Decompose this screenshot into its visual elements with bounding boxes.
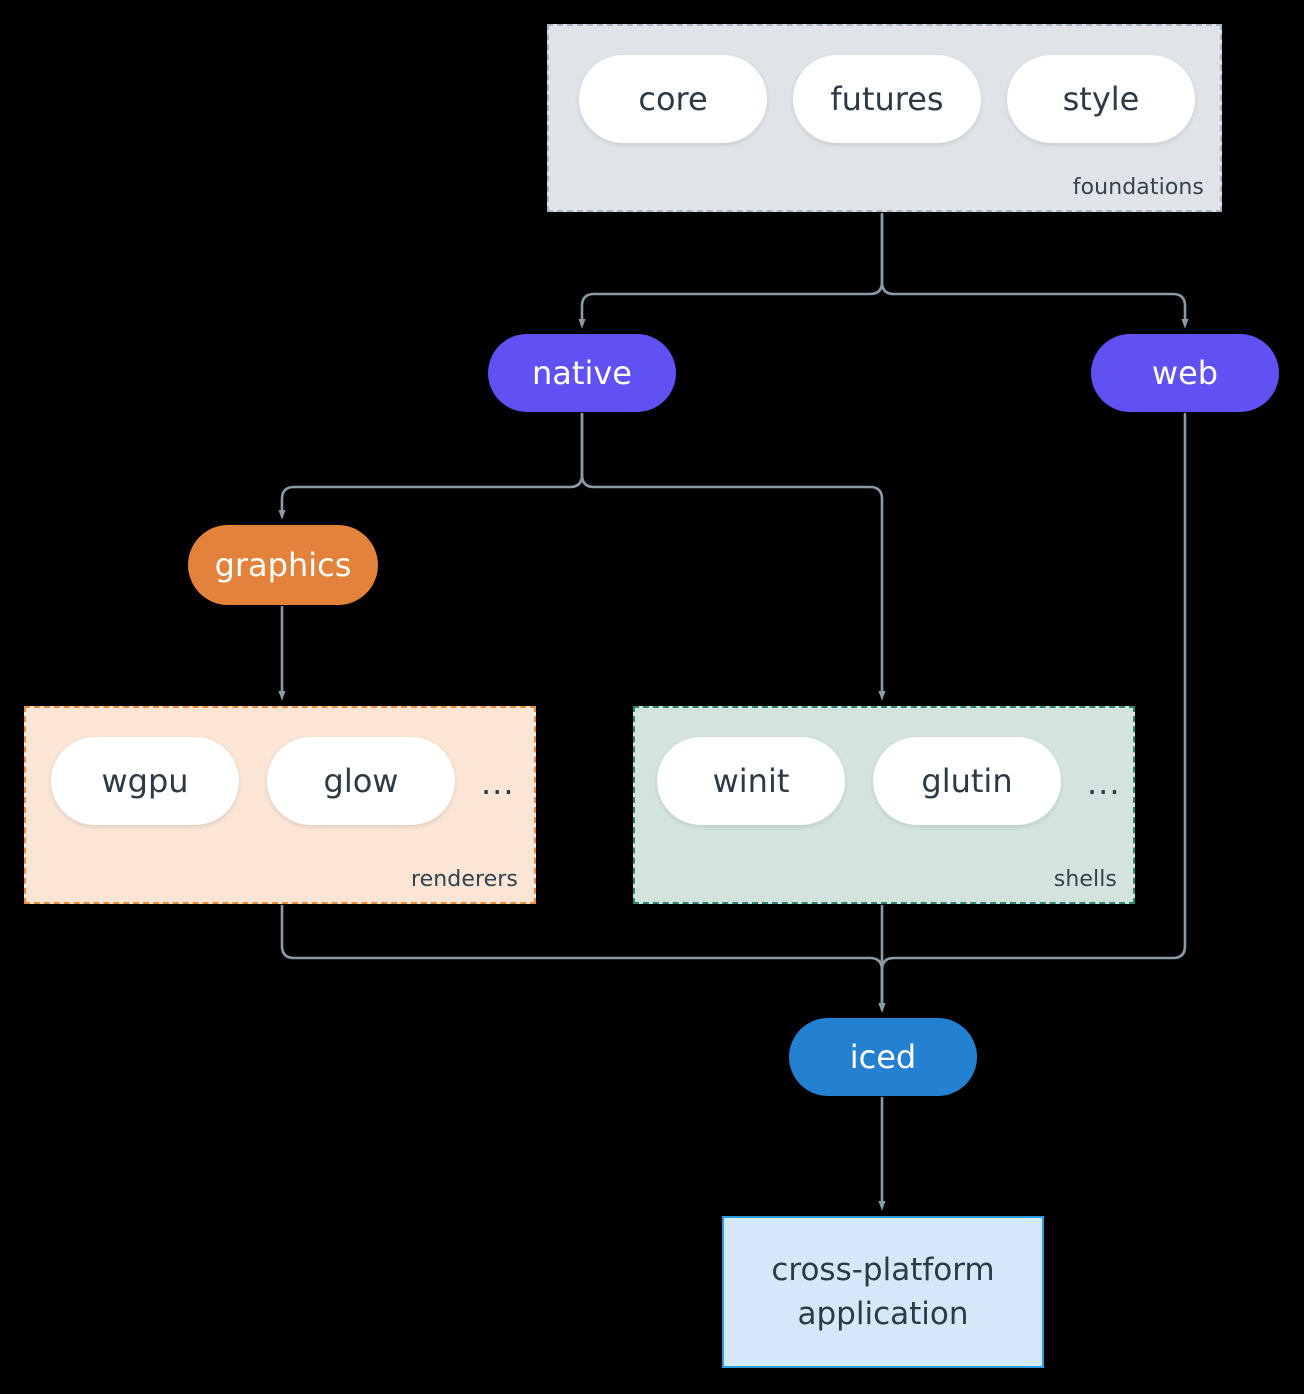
node-glutin[interactable]: glutin xyxy=(873,737,1061,825)
edge-foundations-to-web xyxy=(880,212,1189,329)
node-cross-platform-application[interactable]: cross-platform application xyxy=(722,1216,1044,1368)
node-core[interactable]: core xyxy=(579,55,767,143)
cluster-label-renderers: renderers xyxy=(410,867,518,892)
cluster-foundations: core futures style foundations xyxy=(547,24,1222,212)
renderers-overflow-ellipsis: ... xyxy=(481,764,515,802)
cluster-renderers: wgpu glow ... renderers xyxy=(24,706,536,904)
node-web[interactable]: web xyxy=(1091,334,1279,412)
node-graphics[interactable]: graphics xyxy=(188,525,378,605)
node-futures[interactable]: futures xyxy=(793,55,981,143)
node-glow[interactable]: glow xyxy=(267,737,455,825)
cluster-shells: winit glutin ... shells xyxy=(633,706,1135,904)
shells-overflow-ellipsis: ... xyxy=(1087,764,1121,802)
application-label-line-2: application xyxy=(797,1296,969,1332)
application-label-line-1: cross-platform xyxy=(771,1251,995,1288)
node-iced[interactable]: iced xyxy=(789,1018,977,1096)
node-native[interactable]: native xyxy=(488,334,676,412)
node-style[interactable]: style xyxy=(1007,55,1195,143)
node-wgpu[interactable]: wgpu xyxy=(51,737,239,825)
node-winit[interactable]: winit xyxy=(657,737,845,825)
cluster-label-shells: shells xyxy=(1053,867,1117,892)
cluster-label-foundations: foundations xyxy=(1072,175,1204,200)
edge-web-to-iced xyxy=(878,412,1187,1013)
edge-native-to-shells xyxy=(580,412,886,701)
